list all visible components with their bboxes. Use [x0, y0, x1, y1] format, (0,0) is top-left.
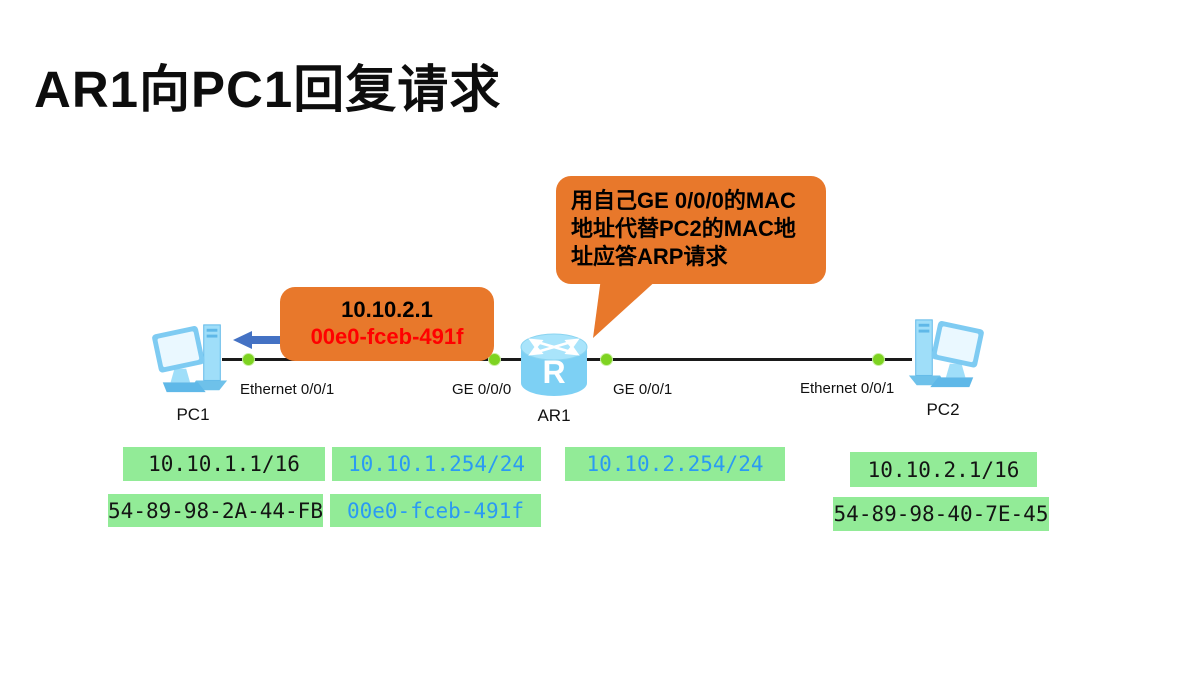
pc2-label: PC2	[926, 400, 960, 419]
pc1-ip-label: 10.10.1.1/16	[123, 447, 325, 481]
port-dot-pc1	[242, 353, 255, 366]
device-ar1: R AR1	[517, 331, 591, 426]
explain-line3: 址应答ARP请求	[571, 244, 728, 269]
if-label-pc2-port: Ethernet 0/0/1	[800, 380, 895, 397]
if-label-ar1-ge000: GE 0/0/0	[452, 381, 512, 398]
if-label-ar1-ge001: GE 0/0/1	[613, 381, 673, 398]
explain-callout-tail	[593, 278, 659, 338]
device-pc2: PC2	[900, 315, 986, 420]
pc1-icon	[152, 324, 228, 393]
if-label-pc1-port: Ethernet 0/0/1	[240, 381, 335, 398]
ar1-label: AR1	[537, 406, 571, 425]
reply-callout: 10.10.2.1 00e0-fceb-491f	[280, 287, 494, 361]
svg-text:R: R	[542, 354, 565, 390]
reply-mac: 00e0-fceb-491f	[310, 324, 464, 349]
page-title: AR1向PC1回复请求	[34, 61, 502, 118]
ar1-mac-label: 00e0-fceb-491f	[330, 494, 541, 527]
router-icon: R	[520, 333, 588, 396]
pc2-icon	[908, 319, 984, 388]
port-dot-ar1-ge001	[600, 353, 613, 366]
device-pc1: PC1	[150, 320, 236, 425]
explain-callout: 用自己GE 0/0/0的MAC 地址代替PC2的MAC地 址应答ARP请求	[556, 176, 826, 284]
port-dot-ar1-ge000	[488, 353, 501, 366]
explain-line2: 地址代替PC2的MAC地	[571, 216, 796, 241]
ar1-ge001-ip-label: 10.10.2.254/24	[565, 447, 785, 481]
reply-arrow-icon	[233, 331, 288, 349]
port-dot-pc2	[872, 353, 885, 366]
ar1-ge000-ip-label: 10.10.1.254/24	[332, 447, 541, 481]
pc1-label: PC1	[176, 405, 210, 424]
pc2-mac-label: 54-89-98-40-7E-45	[833, 497, 1049, 531]
reply-ip: 10.10.2.1	[341, 297, 433, 322]
pc1-mac-label: 54-89-98-2A-44-FB	[108, 494, 323, 527]
explain-line1: 用自己GE 0/0/0的MAC	[571, 188, 796, 213]
pc2-ip-label: 10.10.2.1/16	[850, 452, 1037, 487]
